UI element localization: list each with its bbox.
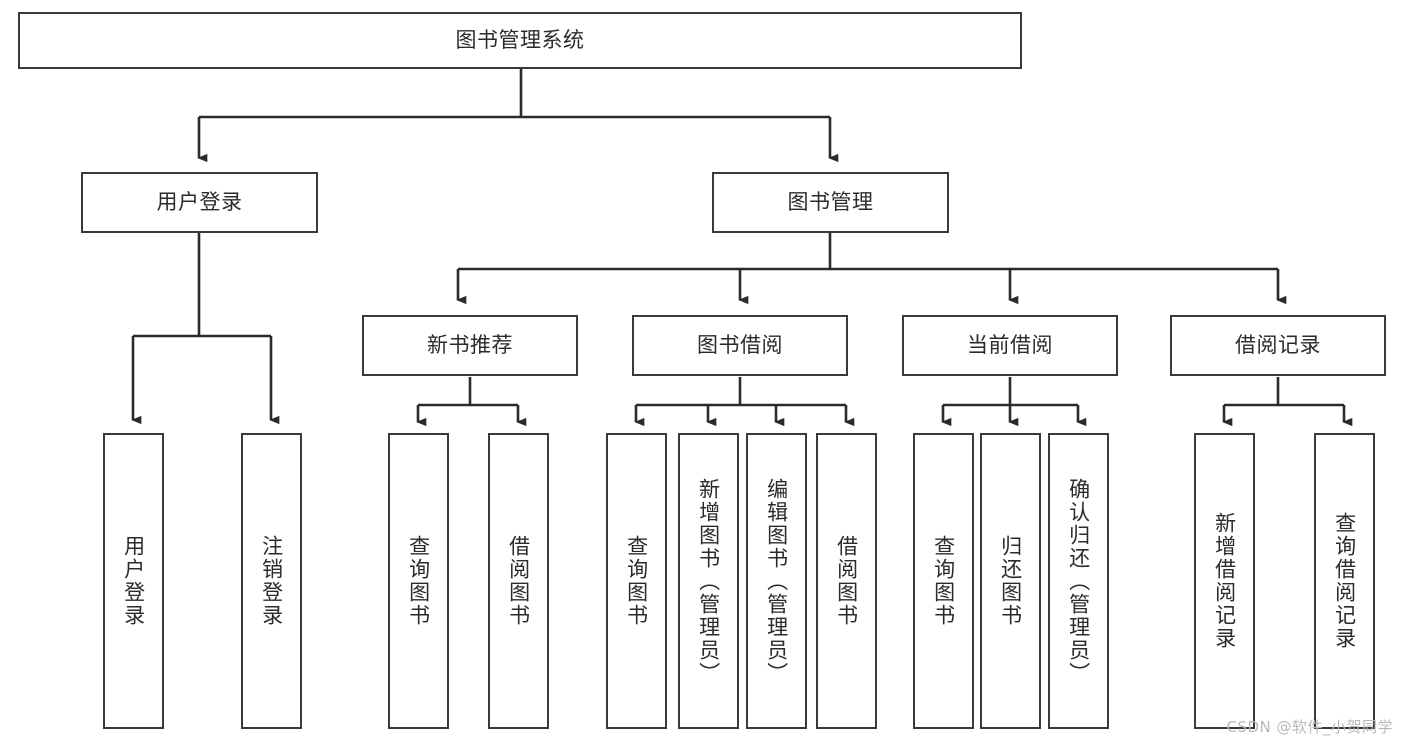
csdn-watermark: CSDN @软件_小贺同学 [1226,718,1393,736]
node-label: 借阅图书 [834,535,859,627]
node-label: 新增借阅记录 [1212,512,1237,650]
node-label: 确认归还（管理员） [1066,477,1091,685]
node-leaf-query-book-current[interactable]: 查询图书 [913,433,974,729]
node-label: 查询图书 [624,535,649,627]
node-label: 新增图书（管理员） [696,477,721,685]
node-leaf-borrow-book[interactable]: 借阅图书 [816,433,877,729]
node-leaf-query-book-recommend[interactable]: 查询图书 [388,433,449,729]
node-label: 归还图书 [998,535,1023,627]
node-leaf-add-book[interactable]: 新增图书（管理员） [678,433,739,729]
node-leaf-borrow-book-recommend[interactable]: 借阅图书 [488,433,549,729]
node-label: 用户登录 [121,535,146,627]
node-label: 注销登录 [259,535,284,627]
node-leaf-query-borrow-record[interactable]: 查询借阅记录 [1314,433,1375,729]
node-leaf-user-login[interactable]: 用户登录 [103,433,164,729]
node-new-book-recommend[interactable]: 新书推荐 [362,315,578,376]
node-label: 查询图书 [406,535,431,627]
node-label: 图书管理系统 [455,27,585,52]
node-label: 查询图书 [931,535,956,627]
node-label: 用户登录 [156,189,243,214]
node-user-login[interactable]: 用户登录 [81,172,318,233]
node-label: 图书借阅 [697,332,783,357]
node-leaf-return-book[interactable]: 归还图书 [980,433,1041,729]
node-label: 借阅图书 [506,535,531,627]
node-label: 借阅记录 [1235,332,1321,357]
node-current-borrow[interactable]: 当前借阅 [902,315,1118,376]
node-book-borrow[interactable]: 图书借阅 [632,315,848,376]
node-label: 查询借阅记录 [1332,512,1357,650]
node-label: 编辑图书（管理员） [764,477,789,685]
node-book-management[interactable]: 图书管理 [712,172,949,233]
node-root-library-system[interactable]: 图书管理系统 [18,12,1022,69]
node-borrow-record[interactable]: 借阅记录 [1170,315,1386,376]
node-leaf-add-borrow-record[interactable]: 新增借阅记录 [1194,433,1255,729]
node-leaf-confirm-return[interactable]: 确认归还（管理员） [1048,433,1109,729]
node-leaf-logout[interactable]: 注销登录 [241,433,302,729]
node-label: 当前借阅 [967,332,1053,357]
node-leaf-edit-book[interactable]: 编辑图书（管理员） [746,433,807,729]
node-leaf-query-book-borrow[interactable]: 查询图书 [606,433,667,729]
node-label: 图书管理 [787,189,874,214]
node-label: 新书推荐 [427,332,513,357]
